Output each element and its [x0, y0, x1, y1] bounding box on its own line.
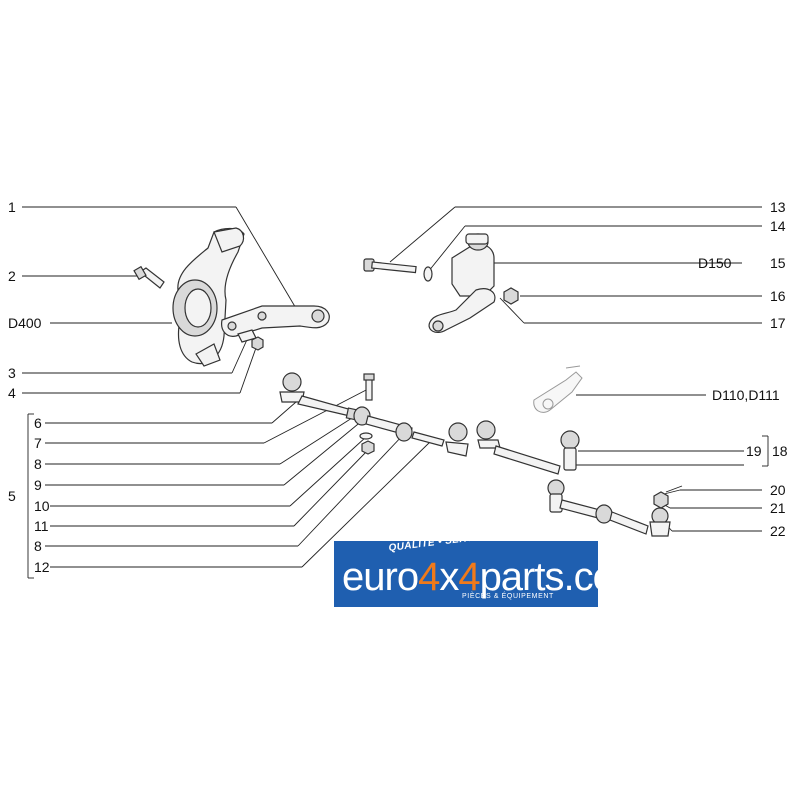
callout-7: 7 — [34, 435, 42, 451]
callout-13: 13 — [770, 199, 786, 215]
callout-d150: D150 — [698, 255, 732, 271]
bolt-7 — [363, 373, 375, 401]
nut-10 — [361, 440, 375, 455]
callout-d400: D400 — [8, 315, 42, 331]
leader-lines-left — [22, 206, 433, 579]
callout-4: 4 — [8, 385, 16, 401]
idler-bolt-13 — [363, 258, 417, 274]
callout-18: 18 — [772, 443, 788, 459]
nut-4 — [251, 336, 264, 351]
washer-14 — [423, 266, 433, 282]
cotter-pin-20 — [663, 485, 683, 495]
callout-8a: 8 — [34, 456, 42, 472]
castle-nut-21 — [653, 491, 669, 509]
callout-10: 10 — [34, 498, 50, 514]
steering-arm-1 — [221, 305, 330, 337]
callout-1: 1 — [8, 199, 16, 215]
callout-11: 11 — [34, 518, 49, 534]
leader-lines-right — [389, 206, 769, 532]
logo-tagline: QUALITÉ • SERVICE • STOCK MASSIF — [388, 541, 582, 554]
bolt-2 — [133, 265, 165, 289]
callout-9: 9 — [34, 477, 42, 493]
callout-21: 21 — [770, 500, 786, 516]
callout-2: 2 — [8, 268, 16, 284]
callout-16: 16 — [770, 288, 786, 304]
reference-part-d110 — [533, 365, 583, 413]
callout-14: 14 — [770, 218, 786, 234]
callout-labels: 1 2 D400 3 4 5 6 7 8 9 10 11 8 12 13 14 … — [8, 199, 788, 575]
idler-bracket-15 — [428, 233, 496, 334]
callout-12: 12 — [34, 559, 50, 575]
callout-20: 20 — [770, 482, 786, 498]
steering-knuckle — [172, 227, 245, 367]
callout-6: 6 — [34, 415, 42, 431]
callout-5: 5 — [8, 488, 16, 504]
tie-rod-right-22 — [547, 479, 671, 537]
nut-16 — [503, 287, 519, 305]
logo-subtitle: PIÈCES & ÉQUIPEMENT — [462, 593, 554, 600]
tie-rod-end-12 — [411, 422, 469, 457]
callout-19: 19 — [746, 443, 762, 459]
adjuster-tube-11 — [365, 415, 413, 442]
callout-d110: D110,D111 — [712, 387, 780, 403]
callout-15: 15 — [770, 255, 786, 271]
logo-brand: euro4x4parts.com — [342, 555, 598, 599]
tie-rod-left-6 — [279, 372, 367, 423]
euro4x4parts-logo: QUALITÉ • SERVICE • STOCK MASSIF euro4x4… — [334, 541, 598, 607]
drag-link-18 — [476, 420, 580, 475]
callout-8b: 8 — [34, 538, 42, 554]
washer-9 — [359, 432, 373, 440]
callout-17: 17 — [770, 315, 786, 331]
callout-3: 3 — [8, 365, 16, 381]
callout-22: 22 — [770, 523, 786, 539]
